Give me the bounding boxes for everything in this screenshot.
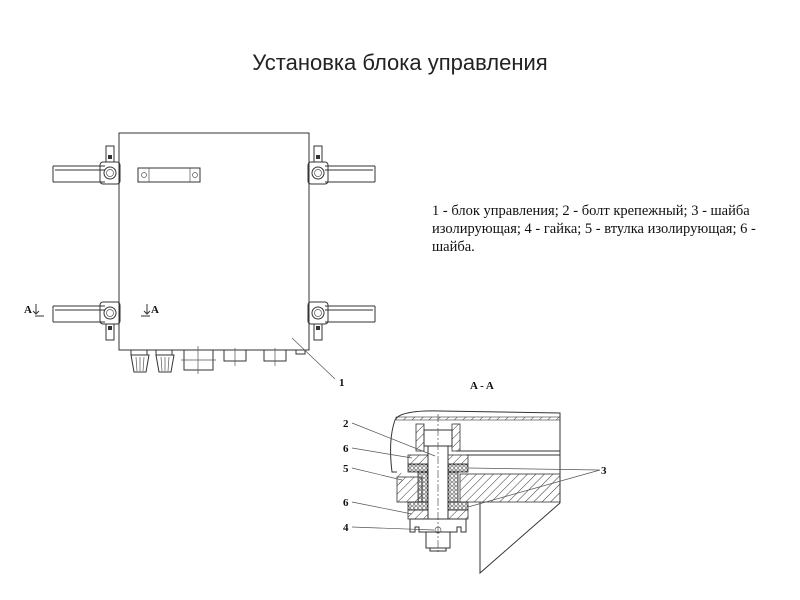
callout-6-top: 6 bbox=[343, 443, 349, 455]
front-view: A A 1 bbox=[24, 132, 376, 389]
callout-6-bottom: 6 bbox=[343, 497, 349, 509]
section-arrow-left-icon bbox=[32, 304, 44, 317]
nameplate bbox=[137, 167, 201, 183]
legend-text: 1 - блок управления; 2 - болт крепежный;… bbox=[432, 203, 756, 255]
section-mark-left: A bbox=[24, 304, 32, 316]
callout-4: 4 bbox=[343, 522, 349, 534]
callout-1: 1 bbox=[339, 377, 345, 389]
callout-3: 3 bbox=[601, 465, 607, 477]
section-mark-right: A bbox=[151, 304, 159, 316]
mounting-rails bbox=[52, 165, 376, 323]
page-title: Установка блока управления bbox=[252, 50, 548, 75]
section-arrow-right-icon bbox=[141, 304, 151, 317]
clamp-brackets bbox=[99, 145, 329, 341]
callout-5: 5 bbox=[343, 463, 349, 475]
leader-line-1 bbox=[291, 337, 336, 380]
section-title: A - A bbox=[470, 380, 494, 392]
control-unit-box bbox=[118, 132, 310, 351]
cable-glands bbox=[130, 346, 306, 374]
callout-2: 2 bbox=[343, 418, 349, 430]
section-view: A - A 2 6 5 6 4 3 bbox=[343, 380, 607, 575]
